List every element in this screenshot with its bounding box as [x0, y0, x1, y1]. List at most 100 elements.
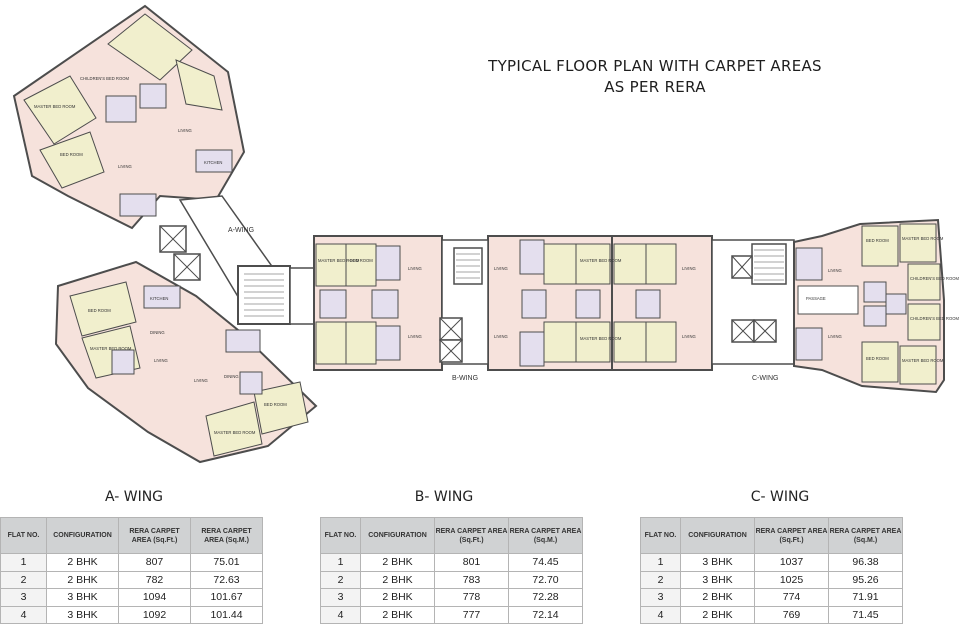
flat-no-cell: 2: [640, 570, 681, 589]
carpet-area-table-c: FLAT NO. CONFIGURATION RERA CARPET AREA …: [640, 517, 903, 624]
b-wing-bedroom: [645, 321, 677, 363]
a-wing-room-label: LIVING: [194, 378, 208, 383]
flat-no-cell: 4: [640, 605, 681, 624]
a-wing-toilet-2: [139, 83, 167, 109]
configuration-cell: 2 BHK: [46, 553, 119, 572]
a-wing-toilet-1: [105, 95, 137, 123]
b-wing-room-label: MASTER BED ROOM: [580, 336, 622, 341]
c-wing-bedroom: [861, 341, 899, 383]
b-wing-room-label: LIVING: [494, 334, 508, 339]
a-wing-lift-cross: [159, 225, 187, 253]
b-wing-room-label: LIVING: [408, 334, 422, 339]
configuration-cell: 3 BHK: [46, 588, 119, 607]
area-sqm-cell: 74.45: [508, 553, 583, 572]
flat-no-cell: 1: [320, 553, 361, 572]
a-wing-bedroom-cream-2: [23, 75, 97, 145]
header-area-sqft: RERA CARPET AREA (Sq.Ft.): [118, 517, 191, 554]
a-wing-lower-toilet: [111, 349, 135, 375]
c-wing-lift-cross: [731, 319, 755, 343]
b-wing-room-label: LIVING: [682, 266, 696, 271]
b-wing-bedroom: [575, 321, 611, 363]
a-wing-room-label: MASTER BED ROOM: [34, 104, 76, 109]
table-row: 1 2 BHK 807 75.01: [0, 553, 263, 572]
area-sqm-cell: 71.91: [828, 588, 903, 607]
c-wing-kitchen: [795, 327, 823, 361]
configuration-cell: 2 BHK: [360, 605, 435, 624]
header-area-sqm: RERA CARPET AREA (Sq.M.): [828, 517, 903, 554]
area-sqm-cell: 101.44: [190, 605, 263, 624]
table-row: 1 3 BHK 1037 96.38: [640, 553, 903, 572]
area-sqft-cell: 1094: [118, 588, 191, 607]
flat-no-cell: 1: [0, 553, 47, 572]
title-line-2: AS PER RERA: [604, 78, 706, 96]
header-configuration: CONFIGURATION: [360, 517, 435, 554]
configuration-cell: 2 BHK: [680, 605, 755, 624]
area-sqft-cell: 777: [434, 605, 509, 624]
c-wing-room-label: BED ROOM: [866, 356, 889, 361]
area-sqm-cell: 96.38: [828, 553, 903, 572]
table-header-row: FLAT NO. CONFIGURATION RERA CARPET AREA …: [0, 517, 263, 554]
b-wing-lift-cross: [439, 317, 463, 341]
table-row: 2 3 BHK 1025 95.26: [640, 570, 903, 589]
header-flat-no: FLAT NO.: [640, 517, 681, 554]
header-flat-no: FLAT NO.: [320, 517, 361, 554]
flat-no-cell: 3: [0, 588, 47, 607]
a-wing-room-label: BED ROOM: [264, 402, 287, 407]
area-sqm-cell: 72.28: [508, 588, 583, 607]
b-wing-room-label: MASTER BED ROOM: [318, 258, 360, 263]
a-wing-core: A-WING: [159, 195, 315, 325]
area-sqft-cell: 807: [118, 553, 191, 572]
b-wing-bedroom: [315, 321, 347, 365]
a-wing-stair: [237, 265, 291, 325]
wing-heading-a: A- WING: [104, 489, 164, 505]
flat-no-cell: 2: [0, 570, 47, 589]
area-sqft-cell: 782: [118, 570, 191, 589]
c-wing-bedroom: [907, 303, 941, 341]
a-wing-bedroom-cream-3: [39, 131, 105, 189]
configuration-cell: 2 BHK: [360, 588, 435, 607]
c-wing-toilet: [863, 305, 887, 327]
area-sqm-cell: 72.14: [508, 605, 583, 624]
a-wing-room-label: LIVING: [178, 128, 192, 133]
table-row: 1 2 BHK 801 74.45: [320, 553, 583, 572]
area-sqft-cell: 774: [754, 588, 829, 607]
table-header-row: FLAT NO. CONFIGURATION RERA CARPET AREA …: [640, 517, 903, 554]
b-wing-bedroom: [543, 243, 577, 285]
c-wing-block: LIVING LIVING PASSAGE BED ROOM MASTER BE…: [711, 218, 959, 394]
wing-heading-b: B- WING: [414, 489, 474, 505]
flat-no-cell: 4: [0, 605, 47, 624]
configuration-cell: 2 BHK: [360, 570, 435, 589]
c-wing-room-label: BED ROOM: [866, 238, 889, 243]
header-area-sqm: RERA CARPET AREA (Sq.M.): [190, 517, 263, 554]
a-wing-room-label: LIVING: [154, 358, 168, 363]
a-wing-bedroom-cream-4: [175, 59, 223, 111]
b-wing-toilet: [635, 289, 661, 319]
area-sqm-cell: 95.26: [828, 570, 903, 589]
a-wing-bedroom-cream-1: [107, 13, 193, 81]
b-wing-toilet: [575, 289, 601, 319]
a-wing-kitchen-2: [119, 193, 157, 217]
configuration-cell: 2 BHK: [680, 588, 755, 607]
b-wing-bedroom: [613, 243, 647, 285]
b-wing-bedroom: [613, 321, 647, 363]
configuration-cell: 3 BHK: [680, 570, 755, 589]
table-row: 3 2 BHK 778 72.28: [320, 588, 583, 607]
configuration-cell: 3 BHK: [680, 553, 755, 572]
b-wing-toilet: [371, 289, 399, 319]
c-wing-room-label: CHILDREN'S BED ROOM: [910, 276, 959, 281]
c-wing-passage: [797, 285, 859, 315]
area-sqft-cell: 801: [434, 553, 509, 572]
a-wing-room-label: KITCHEN: [150, 296, 168, 301]
table-row: 2 2 BHK 783 72.70: [320, 570, 583, 589]
carpet-area-table-a: FLAT NO. CONFIGURATION RERA CARPET AREA …: [0, 517, 263, 624]
c-wing-toilet: [885, 293, 907, 315]
flat-no-cell: 2: [320, 570, 361, 589]
area-sqft-cell: 1037: [754, 553, 829, 572]
a-wing-room-label: DINING: [224, 374, 239, 379]
area-sqm-cell: 72.70: [508, 570, 583, 589]
area-sqft-cell: 1025: [754, 570, 829, 589]
table-row: 2 2 BHK 782 72.63: [0, 570, 263, 589]
area-sqm-cell: 72.63: [190, 570, 263, 589]
b-wing-bedroom: [345, 321, 377, 365]
c-wing-room-label: MASTER BED ROOM: [902, 236, 944, 241]
